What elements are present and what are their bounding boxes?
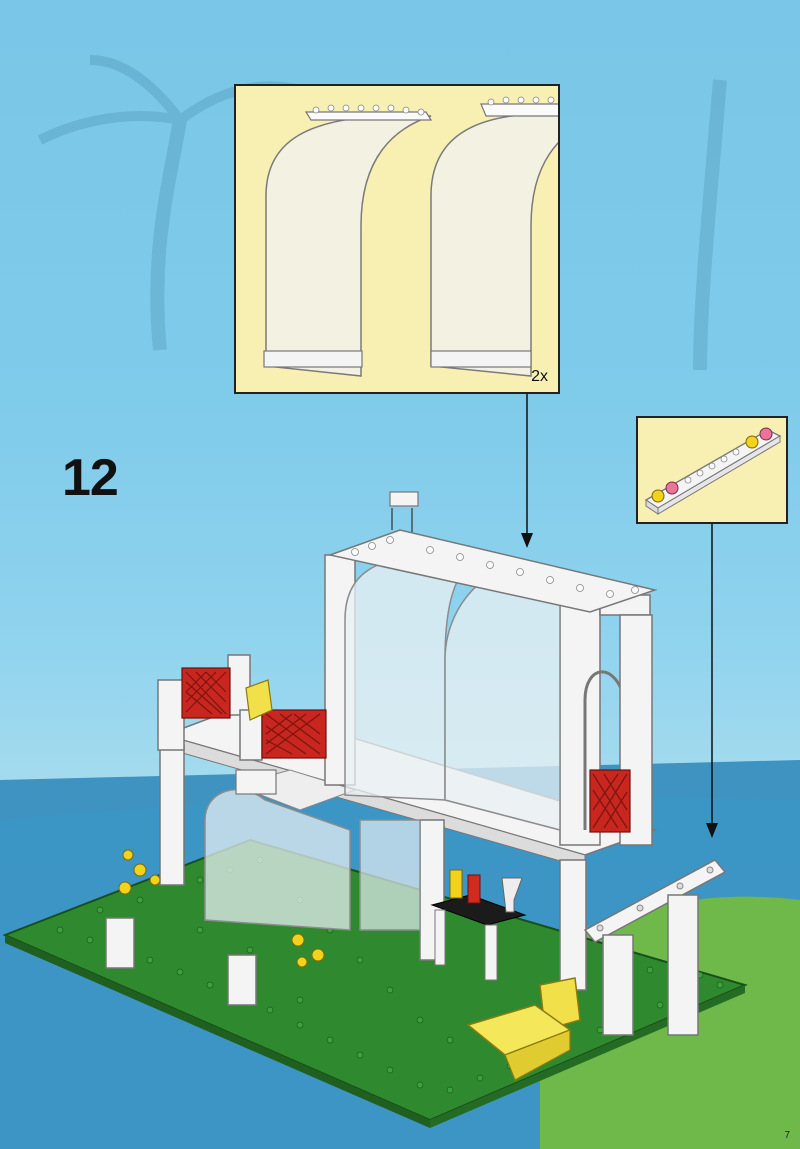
balcony-pillar-mid	[227, 654, 251, 716]
balcony-pillar-left	[157, 679, 185, 751]
curved-glass-panels	[263, 96, 558, 377]
roof	[327, 529, 658, 613]
ground-glass-panel	[359, 819, 421, 931]
balcony-railings	[181, 667, 631, 833]
parts-multiplier: 2x	[531, 368, 548, 385]
down-arrow-icon	[521, 533, 533, 548]
white-block-2	[227, 954, 257, 1006]
down-arrow-icon	[706, 823, 718, 838]
parts-callout: 2x	[234, 84, 560, 394]
upper-glass-right	[444, 564, 561, 831]
page-number: 7	[784, 1130, 790, 1141]
white-plate-part	[644, 427, 782, 515]
yellow-chair	[466, 977, 581, 1081]
white-block-1	[105, 917, 135, 969]
baseplate-side-right	[430, 985, 745, 1128]
baseplate-side	[5, 935, 430, 1128]
counter	[430, 869, 527, 981]
ground-glass-arch	[204, 789, 351, 931]
balcony-chair	[245, 679, 273, 721]
roof-studs	[351, 536, 639, 598]
small-parts-callout	[636, 416, 788, 524]
pergola	[583, 859, 727, 1036]
flowers	[118, 849, 325, 968]
step-number: 12	[62, 449, 119, 507]
